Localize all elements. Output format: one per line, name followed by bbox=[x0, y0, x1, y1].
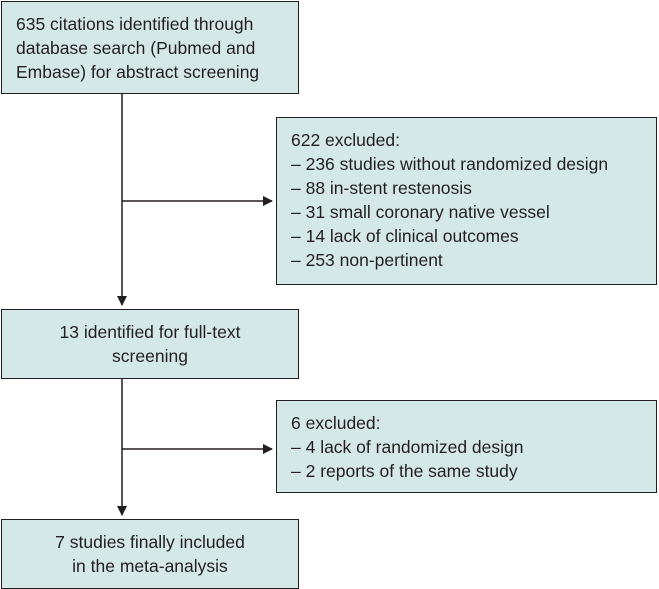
excluded-second-heading: 6 excluded: bbox=[291, 413, 381, 433]
fulltext-line-1: 13 identified for full-text bbox=[59, 322, 241, 342]
excluded-first-item: – 253 non-pertinent bbox=[291, 250, 443, 270]
included-line-2: in the meta-analysis bbox=[72, 556, 228, 576]
excluded-second-box: 6 excluded: – 4 lack of randomized desig… bbox=[276, 400, 657, 493]
included-box: 7 studies finally included in the meta-a… bbox=[1, 519, 299, 589]
identified-line-2: database search (Pubmed and bbox=[16, 38, 256, 58]
identified-box: 635 citations identified through databas… bbox=[1, 1, 299, 94]
excluded-first-box: 622 excluded: – 236 studies without rand… bbox=[276, 117, 657, 285]
excluded-first-item: – 14 lack of clinical outcomes bbox=[291, 226, 519, 246]
excluded-first-item: – 31 small coronary native vessel bbox=[291, 202, 550, 222]
included-line-1: 7 studies finally included bbox=[55, 532, 245, 552]
identified-line-1: 635 citations identified through bbox=[16, 14, 254, 34]
excluded-second-item: – 2 reports of the same study bbox=[291, 461, 518, 481]
excluded-second-item: – 4 lack of randomized design bbox=[291, 437, 524, 457]
fulltext-line-2: screening bbox=[112, 346, 188, 366]
excluded-first-heading: 622 excluded: bbox=[291, 130, 400, 150]
fulltext-box: 13 identified for full-text screening bbox=[1, 309, 299, 379]
excluded-first-item: – 88 in-stent restenosis bbox=[291, 178, 472, 198]
excluded-first-item: – 236 studies without randomized design bbox=[291, 154, 609, 174]
identified-line-3: Embase) for abstract screening bbox=[16, 62, 260, 82]
